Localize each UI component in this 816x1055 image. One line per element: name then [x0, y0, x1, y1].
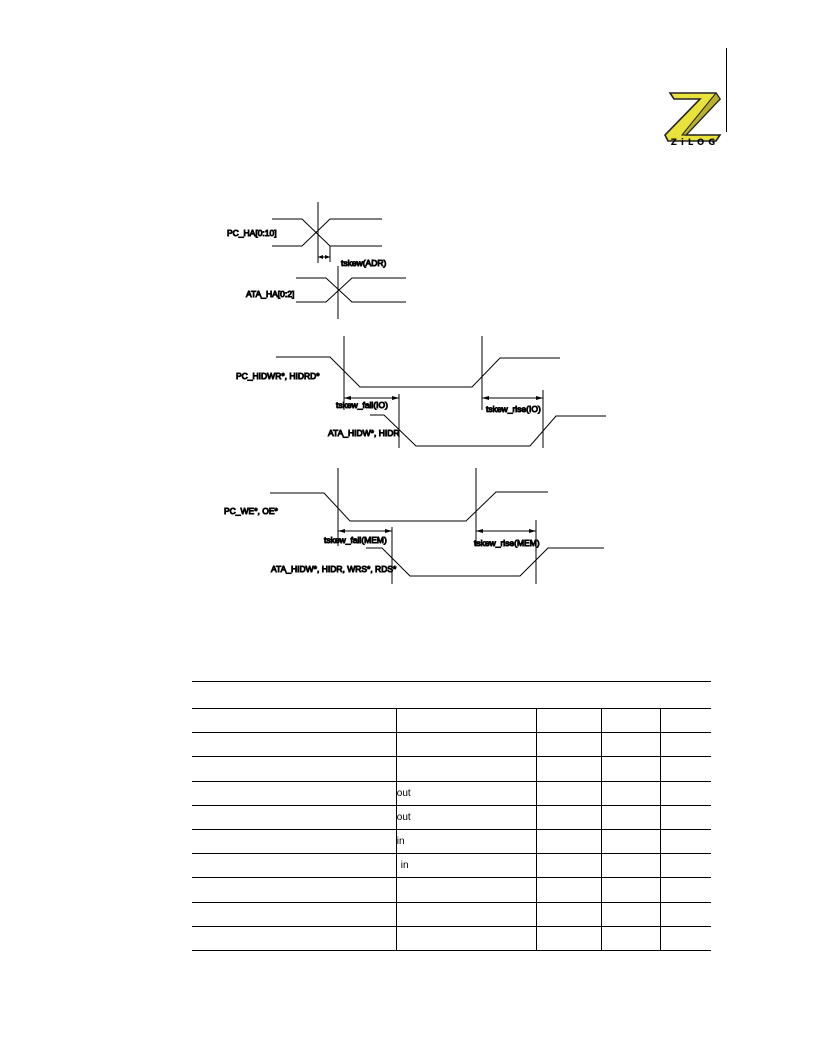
subscript-out: out: [396, 787, 411, 799]
table-row: [192, 902, 711, 927]
table-row: [192, 732, 711, 758]
ata-ha-waveform: [296, 266, 406, 319]
pc-ha-waveform: [272, 202, 382, 263]
ata-hidw-io-waveform: [370, 390, 606, 448]
pc-we-waveform: [270, 468, 548, 546]
timing-table: out out in in: [192, 681, 711, 951]
table-row: in: [192, 829, 711, 855]
table-row: in: [192, 853, 711, 879]
tskew-rise-io-arrow: [482, 396, 543, 400]
label-ata-ha: ATA_HA[0:2]: [246, 289, 294, 299]
table-row: [192, 877, 711, 903]
table-row: out: [192, 781, 711, 806]
tskew-fall-mem-arrow: [338, 529, 392, 533]
table-row: [192, 756, 711, 782]
label-ata-hidw-io: ATA_HIDW*, HIDR: [328, 428, 399, 438]
subscript-in: in: [396, 836, 405, 848]
table-title-rule: [192, 681, 711, 682]
table-row: [192, 708, 711, 734]
subscript-out: out: [396, 811, 411, 823]
label-pc-ha: PC_HA[0:10]: [227, 228, 277, 238]
label-tskew-fall-mem: tskew_fall(MEM): [324, 535, 387, 545]
timing-diagram: PC_HA[0:10] tskew(ADR) ATA_HA[0:2] PC_HI…: [224, 202, 606, 584]
page-margin-rule: [726, 48, 727, 132]
label-tskew-rise-mem: tskew_rise(MEM): [474, 538, 540, 548]
label-tskew-fall-io: tskew_fall(IO): [336, 400, 388, 410]
tskew-fall-io-arrow: [344, 396, 399, 400]
label-pc-hidwr: PC_HIDWR*, HIDRD*: [236, 371, 320, 381]
table-row: [192, 926, 711, 951]
tskew-rise-mem-arrow: [476, 529, 536, 533]
label-tskew-rise-io: tskew_rise(IO): [486, 404, 541, 414]
zilog-logo: [664, 92, 722, 142]
ata-hidw-mem-waveform: [366, 520, 604, 584]
zilog-wordmark: ZiLOG: [670, 138, 720, 148]
label-tskew-adr: tskew(ADR): [341, 258, 387, 268]
label-pc-we: PC_WE*, OE*: [224, 506, 279, 516]
table-row: out: [192, 805, 711, 830]
label-ata-hidw-mem: ATA_HIDW*, HIDR, WRS*, RDS*: [271, 564, 397, 574]
timing-spec-table: out out in in: [192, 708, 711, 951]
tskew-adr-arrow: [318, 255, 330, 259]
subscript-in: in: [400, 860, 409, 872]
